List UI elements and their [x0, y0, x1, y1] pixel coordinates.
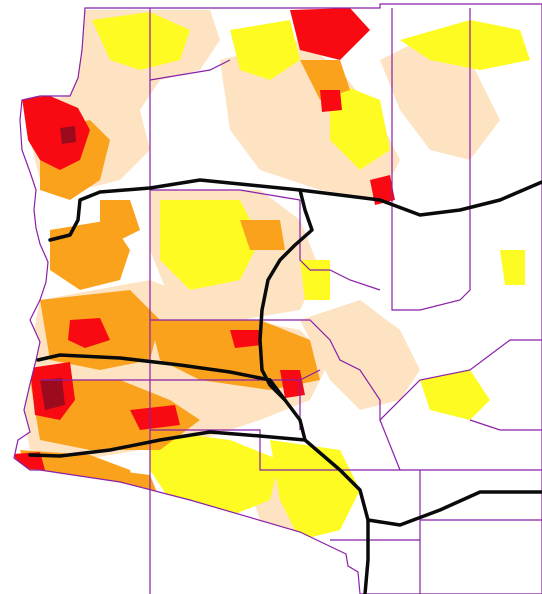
state-outline: [13, 3, 542, 594]
highway-i10: [36, 353, 287, 402]
highway-i40: [48, 178, 542, 242]
highways: [28, 178, 542, 594]
highway-i8: [28, 430, 307, 458]
red-areas: [14, 8, 395, 470]
darkred-areas: [40, 126, 76, 410]
county-boundaries: [13, 3, 542, 594]
highway-i10-east: [366, 490, 542, 527]
